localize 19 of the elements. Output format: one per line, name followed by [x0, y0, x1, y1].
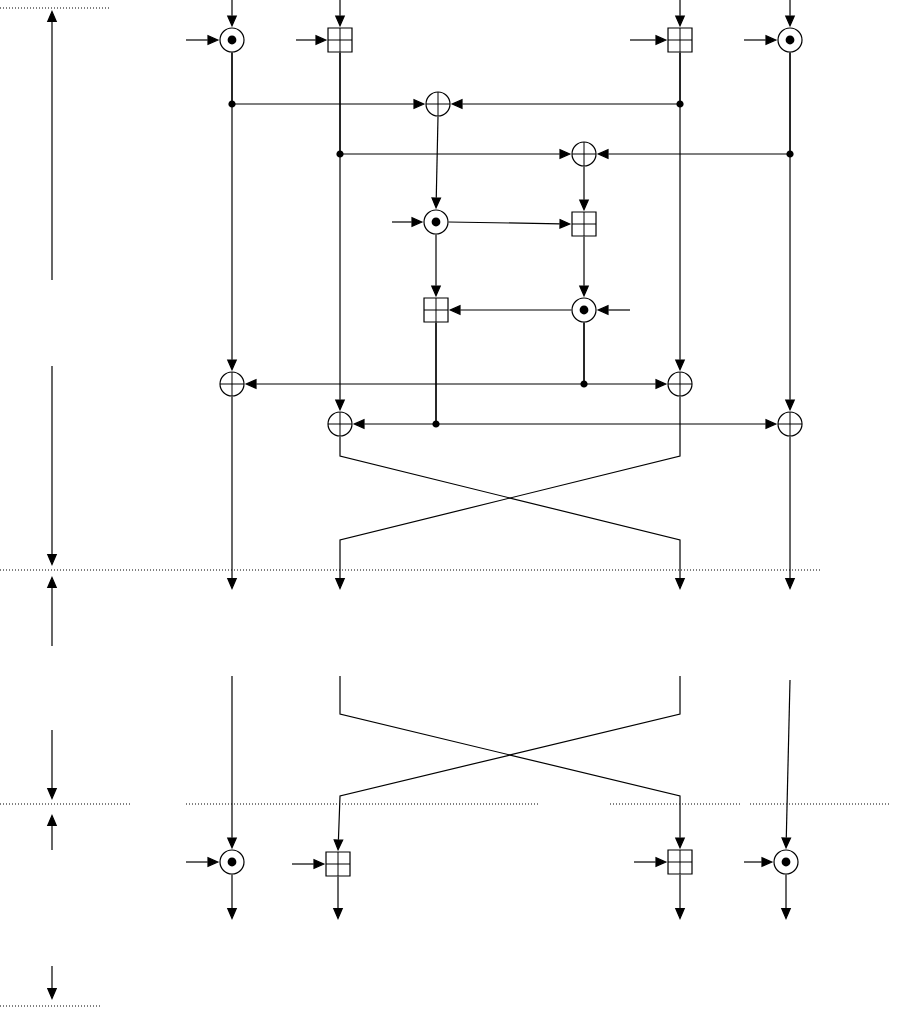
xor-symbol — [219, 371, 245, 397]
add-symbol — [571, 211, 597, 237]
add-symbol — [325, 851, 351, 877]
multiply-symbol — [219, 849, 245, 875]
add-symbol — [327, 27, 353, 53]
xor-symbol — [777, 411, 803, 437]
multiply-symbol — [571, 297, 597, 323]
xor-symbol — [425, 91, 451, 117]
xor-symbol — [667, 371, 693, 397]
multiply-symbol — [423, 209, 449, 235]
xor-symbol — [327, 411, 353, 437]
multiply-symbol — [219, 27, 245, 53]
add-symbol — [667, 27, 693, 53]
xor-symbol — [571, 141, 597, 167]
add-symbol — [667, 849, 693, 875]
multiply-symbol — [773, 849, 799, 875]
multiply-symbol — [777, 27, 803, 53]
add-symbol — [423, 297, 449, 323]
arrow — [339, 436, 686, 590]
